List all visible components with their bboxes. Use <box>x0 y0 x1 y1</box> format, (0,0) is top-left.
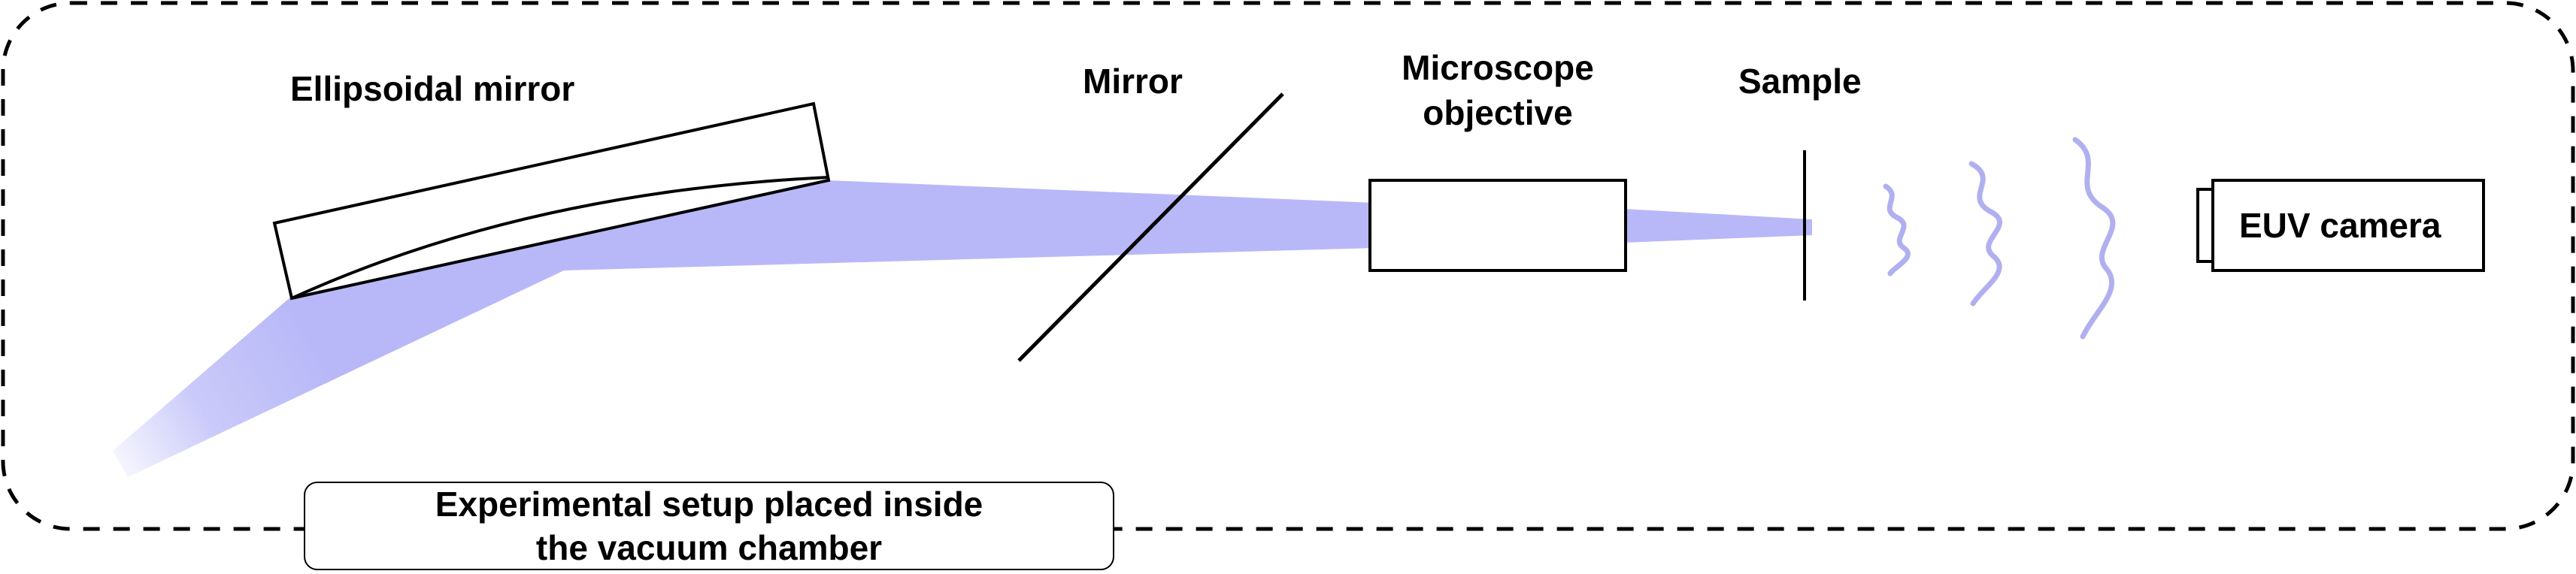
ellipsoidal-mirror-label: Ellipsoidal mirror <box>290 69 575 108</box>
microscope-objective <box>1368 179 1627 272</box>
euv-camera-label: EUV camera <box>2239 206 2441 245</box>
focused-beam <box>301 180 1376 287</box>
microscope-objective-label: Microscope objective <box>1402 48 1594 132</box>
setup-note-text: Experimental setup placed inside the vac… <box>435 485 983 567</box>
euv-camera <box>2196 179 2485 272</box>
magnified-beam <box>1624 209 1812 243</box>
mirror-label: Mirror <box>1083 62 1183 101</box>
vacuum-chamber-boundary <box>1 1 2575 531</box>
ellipsoidal-mirror <box>272 101 831 301</box>
sample-label: Sample <box>1738 62 1862 101</box>
setup-note-box: Experimental setup placed inside the vac… <box>304 482 1114 570</box>
flat-mirror <box>1017 92 1284 362</box>
diffraction-waves <box>1883 137 2116 340</box>
incoming-beam <box>113 270 564 477</box>
